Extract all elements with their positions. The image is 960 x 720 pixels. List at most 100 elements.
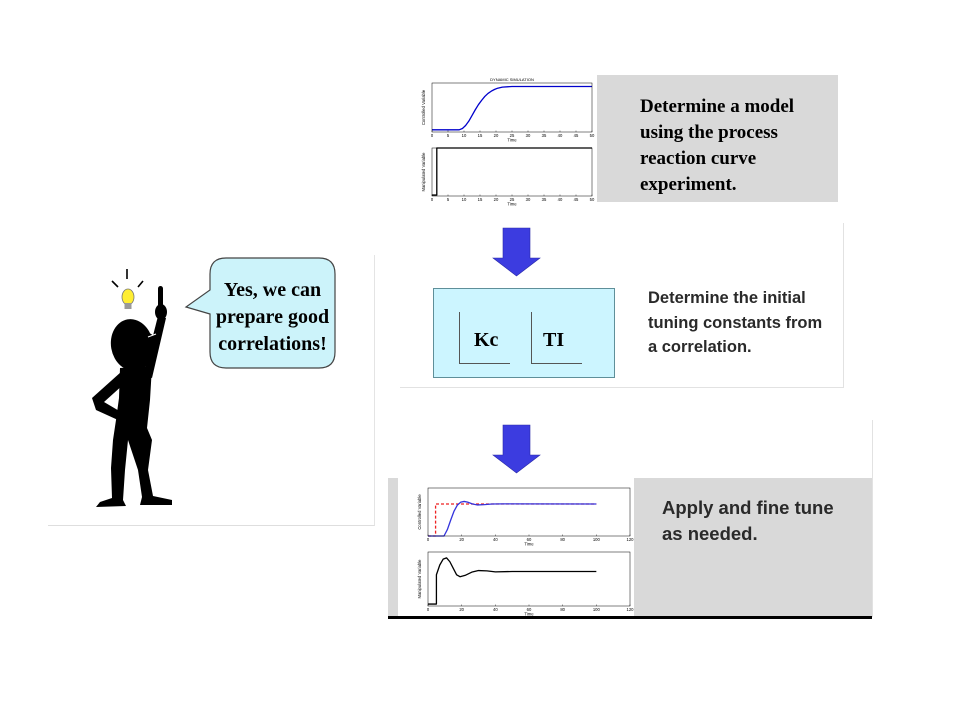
x-tick-label: 80 [560, 537, 565, 542]
bubble-line: correlations! [218, 332, 327, 355]
step-fine-tune-text: Apply and fine tune as needed. [662, 495, 867, 547]
x-tick-label: 20 [494, 197, 499, 202]
series-line [432, 85, 592, 131]
bubble-line: Yes, we can [223, 278, 322, 301]
y-axis-label: Manipulated Variable [417, 559, 422, 599]
x-tick-label: 20 [459, 607, 464, 612]
kc-bracket [459, 312, 510, 364]
x-tick-label: 45 [574, 197, 579, 202]
plot-area [428, 488, 630, 536]
arrow-shape [492, 424, 541, 474]
mouth [147, 333, 157, 338]
kc-label: Kc [474, 329, 499, 351]
x-tick-label: 0 [431, 197, 434, 202]
x-tick-label: 30 [526, 197, 531, 202]
light-ray [137, 280, 144, 288]
bulb-glass [121, 288, 135, 306]
step-text-line: experiment. [640, 174, 737, 195]
x-tick-label: 40 [558, 133, 563, 138]
figure-title: DYNAMIC SIMULATION [490, 77, 534, 82]
torso-and-legs [96, 366, 172, 507]
x-tick-label: 10 [462, 197, 467, 202]
x-tick-label: 40 [558, 197, 563, 202]
ti-bracket [531, 312, 582, 364]
speech-bubble [184, 257, 336, 369]
arrow-down-icon [492, 424, 541, 474]
y-axis-label: Controlled Variable [417, 494, 422, 530]
step-fine-tune-panel [388, 420, 873, 617]
series-line [428, 500, 597, 537]
arrow-down-icon [492, 227, 541, 277]
step-model-text: Determine a model using the process reac… [640, 94, 836, 198]
x-axis-label: Time [524, 542, 534, 547]
character-panel [48, 255, 375, 526]
plot-area [432, 148, 592, 196]
bulb-base [124, 303, 132, 309]
x-tick-label: 80 [560, 607, 565, 612]
plot-area [428, 552, 630, 606]
reaction-curve-figure: DYNAMIC SIMULATION 0 5 10 15 20 25 30 35 40 45 50T… [400, 75, 597, 207]
y-axis-label: Controlled Variable [421, 89, 426, 125]
x-tick-label: 40 [493, 607, 498, 612]
light-ray [111, 280, 119, 288]
speech-bubble-shape [184, 257, 336, 369]
arrow-shape [492, 227, 541, 277]
x-tick-label: 100 [593, 537, 601, 542]
x-tick-label: 25 [510, 133, 515, 138]
x-tick-label: 45 [574, 133, 579, 138]
x-tick-label: 10 [462, 133, 467, 138]
step-text-line: as needed. [662, 523, 758, 544]
raised-arm [143, 316, 166, 378]
x-tick-label: 120 [627, 537, 635, 542]
y-axis-label: Manipulated Variable [421, 152, 426, 192]
x-tick-label: 50 [590, 197, 595, 202]
x-tick-label: 40 [493, 537, 498, 542]
bottom-rule [388, 616, 872, 619]
step-tuning-panel [400, 223, 844, 388]
step-text-line: using the process [640, 122, 778, 143]
x-tick-label: 120 [627, 607, 635, 612]
raised-finger [158, 286, 163, 308]
stick-figure-pointing-up [92, 269, 172, 507]
x-tick-label: 15 [478, 133, 483, 138]
speech-bubble-text: Yes, we can prepare good correlations! [210, 262, 335, 372]
x-axis-label: Time [507, 202, 517, 207]
x-axis-label: Time [524, 612, 534, 617]
figure-body [92, 286, 172, 507]
x-tick-label: 50 [590, 133, 595, 138]
x-tick-label: 15 [478, 197, 483, 202]
series-line [428, 557, 597, 605]
x-tick-label: 35 [542, 197, 547, 202]
ti-label: TI [543, 329, 565, 351]
step-tuning-text: Determine the initial tuning constants f… [648, 286, 840, 360]
step-text-line: tuning constants from [648, 313, 823, 332]
step-text-line: Apply and fine tune [662, 497, 834, 518]
arm-on-hip [92, 372, 124, 420]
x-tick-label: 0 [431, 133, 434, 138]
bubble-line: prepare good [215, 305, 330, 328]
x-tick-label: 35 [542, 133, 547, 138]
x-tick-label: 5 [447, 197, 450, 202]
x-tick-label: 25 [510, 197, 515, 202]
x-tick-label: 0 [427, 607, 430, 612]
step-text-line: reaction curve [640, 148, 757, 169]
x-tick-label: 60 [527, 537, 532, 542]
x-tick-label: 20 [459, 537, 464, 542]
x-tick-label: 60 [527, 607, 532, 612]
x-tick-label: 100 [593, 607, 601, 612]
head [110, 319, 154, 371]
plot-area [432, 83, 592, 132]
x-tick-label: 0 [427, 537, 430, 542]
x-tick-label: 20 [494, 133, 499, 138]
x-tick-label: 30 [526, 133, 531, 138]
step-text-line: Determine the initial [648, 289, 806, 307]
step-text-line: a correlation. [648, 338, 752, 356]
neck [124, 362, 140, 372]
lightbulb-icon [111, 269, 144, 309]
step-text-line: Determine a model [640, 96, 795, 117]
